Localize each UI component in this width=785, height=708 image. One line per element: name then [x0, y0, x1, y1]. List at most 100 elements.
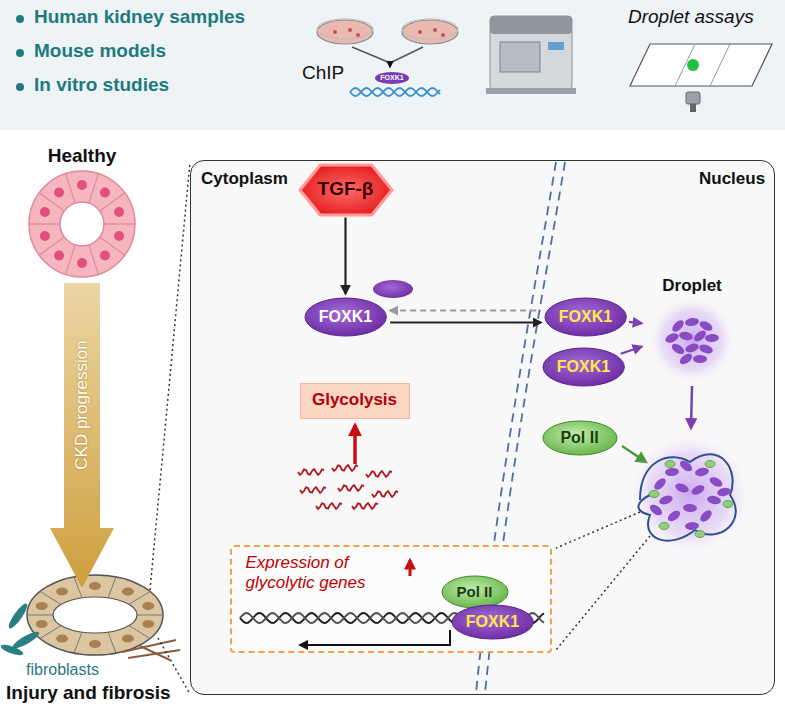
foxk1-molecule — [698, 508, 714, 523]
nucleus-dot — [56, 634, 68, 642]
protein-label: FOXK1 — [557, 357, 610, 376]
method-item: Mouse models — [34, 40, 166, 63]
return-line — [390, 310, 541, 312]
arrow-connector — [390, 311, 541, 323]
fibroblast-cells — [0, 601, 41, 657]
detail-box: Expression of glycolytic genesPol II FOXK… — [230, 545, 552, 653]
mrna — [332, 465, 358, 471]
cell-border — [104, 223, 135, 224]
cell-border — [89, 174, 99, 203]
protein-ellipse: FOXK1 — [542, 347, 625, 387]
nucleus-dot — [100, 251, 110, 261]
connector-line — [344, 218, 346, 294]
foxk1-molecule — [685, 522, 699, 531]
method-item: In vitro studies — [34, 74, 169, 97]
cell-border — [66, 245, 76, 274]
polii-molecule — [723, 501, 733, 508]
zoom-lines — [150, 162, 190, 694]
foxk1-molecule — [692, 328, 708, 343]
foxk1-molecule — [698, 319, 714, 333]
droplet-label: Droplet — [662, 276, 722, 296]
nucleus-dot — [100, 187, 110, 197]
cell-border — [27, 615, 53, 616]
arrow-connector — [345, 218, 346, 294]
polymerase-ellipse: Pol II — [441, 575, 509, 609]
protein-ellipse: FOXK1 — [544, 297, 627, 337]
foxk1-molecule — [678, 331, 693, 342]
foxk1-molecule — [665, 468, 680, 477]
foxk1-molecule — [678, 459, 694, 474]
nucleus-dot — [77, 180, 87, 190]
nucleus-dot — [40, 207, 50, 217]
polymerase-label: Pol II — [457, 583, 493, 601]
foxk1-molecule — [666, 509, 682, 524]
box-heading: Expression of glycolytic genes — [246, 553, 406, 594]
cell-border — [137, 615, 163, 616]
droplet-arrow — [691, 386, 692, 428]
arrow-shape — [50, 283, 114, 588]
ellipse-shape — [305, 298, 386, 336]
stage-label: Injury and fibrosis — [6, 682, 171, 705]
nucleus-dot — [36, 620, 48, 628]
foxk1-molecule — [670, 342, 686, 356]
dna-strand — [350, 88, 440, 96]
foxk1-molecule — [648, 503, 664, 518]
nucleus-dot — [114, 231, 124, 241]
polii-arrow — [622, 446, 646, 462]
nucleus-dot — [36, 602, 48, 610]
nucleus-dot — [56, 588, 68, 596]
foxk1-molecule — [664, 331, 680, 344]
progression-arrow: CKD progression — [50, 283, 114, 588]
fibers — [122, 640, 180, 660]
foxk1-molecule — [706, 495, 721, 506]
up-arrow — [409, 560, 412, 576]
ellipse-shape — [543, 348, 624, 386]
hexagon-shape — [300, 165, 392, 215]
mrna — [316, 503, 342, 509]
foxk1-molecule — [658, 494, 674, 506]
foxk1-molecule — [690, 483, 706, 497]
nucleus-dot — [40, 231, 50, 241]
nucleus-dot — [54, 187, 64, 197]
arrow-connector — [621, 347, 642, 354]
foxk1-molecule — [705, 334, 719, 343]
ellipse-shape — [442, 576, 508, 608]
mrna — [372, 491, 398, 497]
foxk1-molecule — [678, 352, 694, 367]
bullets — [16, 15, 24, 91]
ellipse-shape — [545, 298, 626, 336]
panel-ground — [190, 160, 775, 695]
protein-label: FOXK1 — [319, 307, 372, 326]
nucleus-dot — [114, 207, 124, 217]
foxk1-molecule — [716, 487, 731, 498]
polii-molecule — [659, 523, 669, 530]
cell-border — [29, 223, 60, 224]
partner-protein — [373, 280, 413, 298]
mrna — [300, 487, 326, 493]
foxk1-molecule — [693, 355, 707, 363]
box-ground — [230, 545, 552, 653]
protein-ellipse: FOXK1 — [451, 604, 534, 640]
foxk1-molecule — [698, 343, 714, 355]
method-label: Droplet assays — [628, 6, 754, 29]
nucleus-dot — [122, 588, 134, 596]
cell-border — [108, 632, 116, 653]
protein-ellipse: FOXK1 — [304, 297, 387, 337]
nucleus-dot — [142, 620, 154, 628]
foxk1-molecule — [708, 475, 724, 489]
droplet-cluster — [650, 298, 734, 382]
nucleus-dot — [89, 640, 101, 648]
up-arrow — [353, 425, 357, 464]
ligand-hexagon: TGF-β — [300, 165, 392, 215]
dna-strand — [350, 88, 440, 96]
polii-molecule — [695, 531, 705, 538]
nucleus-dot — [89, 582, 101, 590]
cell-border — [66, 174, 76, 203]
mrna — [352, 503, 378, 509]
healthy-tubule — [29, 171, 135, 277]
nucleus-dot — [77, 258, 87, 268]
stage-label: Healthy — [48, 145, 117, 168]
injured-tubule — [27, 575, 163, 655]
